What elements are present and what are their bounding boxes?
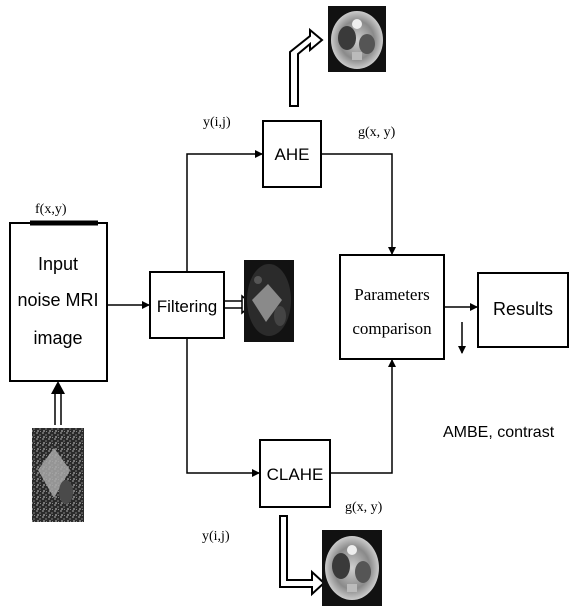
ahe-box [262,120,322,188]
params-box [339,254,445,360]
arrow-filtering-to-clahe [186,338,260,477]
hollow-bent-arrow-down-right-icon [279,515,326,597]
input-box-line-2: noise MRI [17,290,98,310]
filtering-box [149,271,225,339]
label-y-ij-top: y(i,j) [203,115,231,130]
results-box [477,272,569,348]
label-f-xy: f(x,y) [35,202,67,217]
mri-thumbnail-filtered [244,260,294,342]
label-y-ij-bottom: y(i,j) [202,529,230,544]
arrow-filtering-to-ahe [186,150,263,272]
arrow-clahe-to-params [330,359,396,474]
results-label: Results [493,299,553,319]
label-metrics: AMBE, contrast [443,424,555,441]
filtering-label: Filtering [157,297,217,316]
params-line-2: comparison [352,319,432,338]
mri-thumbnail-bottom [322,530,382,606]
hollow-bent-arrow-up-right-icon [289,27,324,107]
mri-thumbnail-noisy [32,428,84,522]
input-box-line-3: image [33,328,82,348]
mri-thumbnail-top [328,6,386,72]
params-line-1: Parameters [354,285,430,304]
clahe-label: CLAHE [267,465,324,484]
label-g-xy-bottom: g(x, y) [345,500,383,515]
input-box [9,222,108,382]
input-box-line-1: Input [38,254,78,274]
ahe-label: AHE [275,145,310,164]
arrow-ahe-to-params [321,153,396,255]
label-g-xy-top: g(x, y) [358,125,396,140]
double-arrow-up-icon [51,381,65,425]
